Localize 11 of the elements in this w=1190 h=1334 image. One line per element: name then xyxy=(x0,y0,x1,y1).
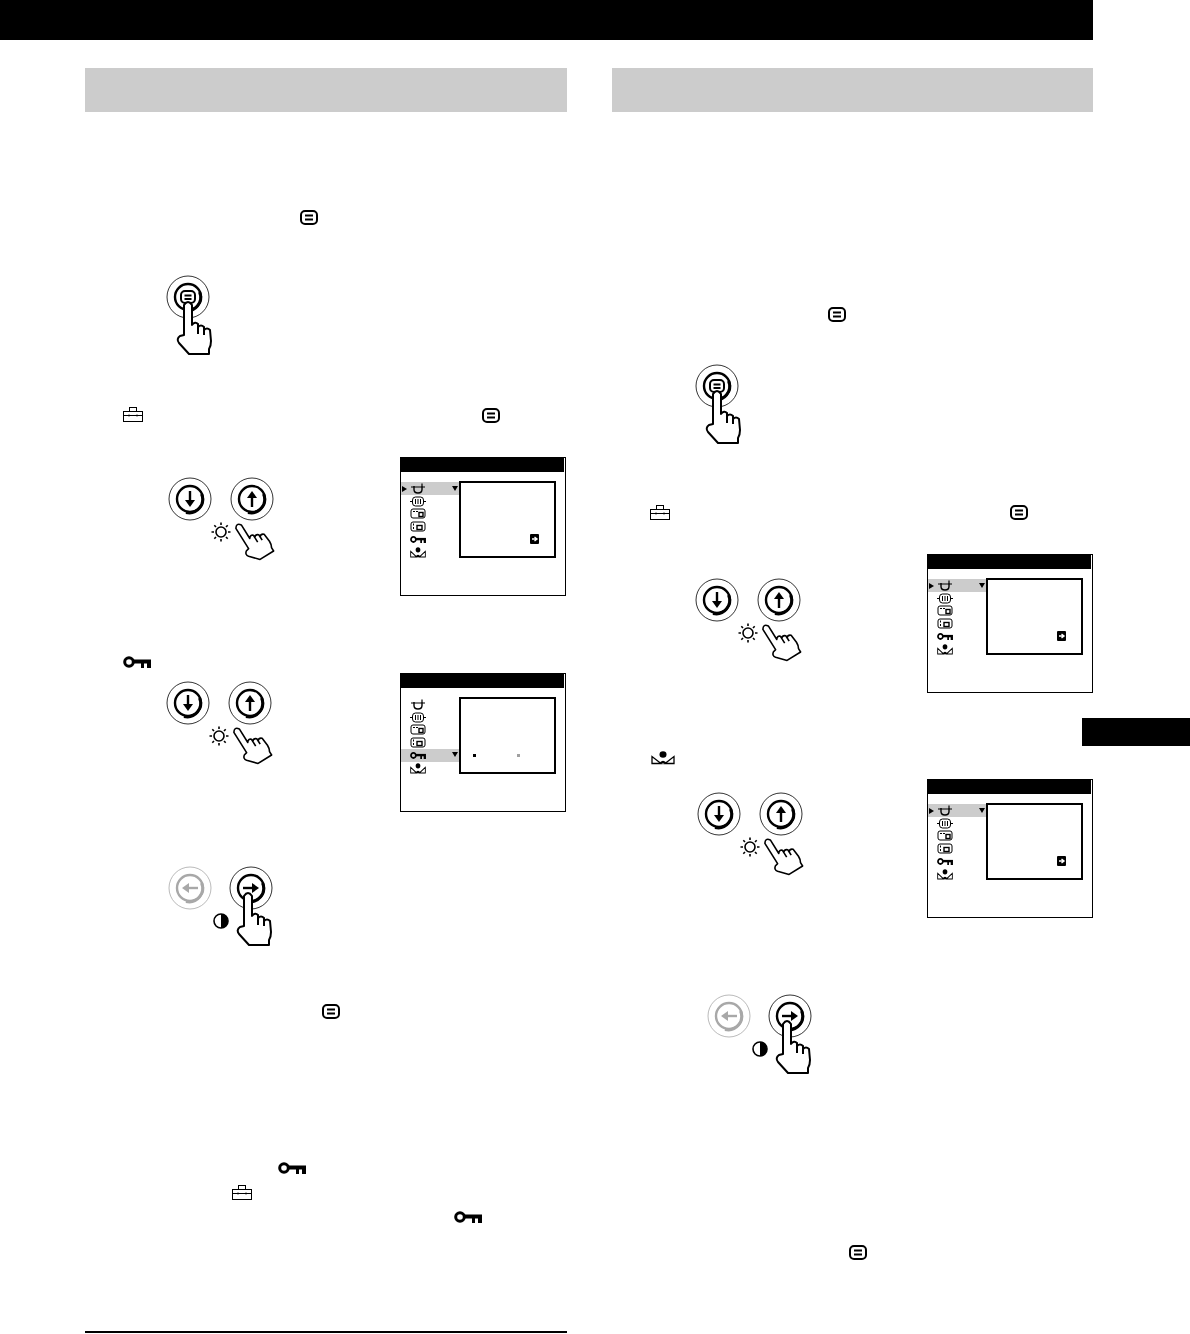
menu-screen xyxy=(927,554,1093,693)
menu-screen xyxy=(400,673,566,812)
menu-screen xyxy=(400,457,566,596)
title-bar xyxy=(928,555,1091,569)
side-tab xyxy=(1082,718,1190,746)
title-bar xyxy=(928,780,1091,794)
menu-screen xyxy=(927,779,1093,918)
title-bar xyxy=(401,674,564,688)
title-bar xyxy=(401,458,564,472)
heading-band xyxy=(612,68,1093,112)
heading-band xyxy=(85,68,567,112)
